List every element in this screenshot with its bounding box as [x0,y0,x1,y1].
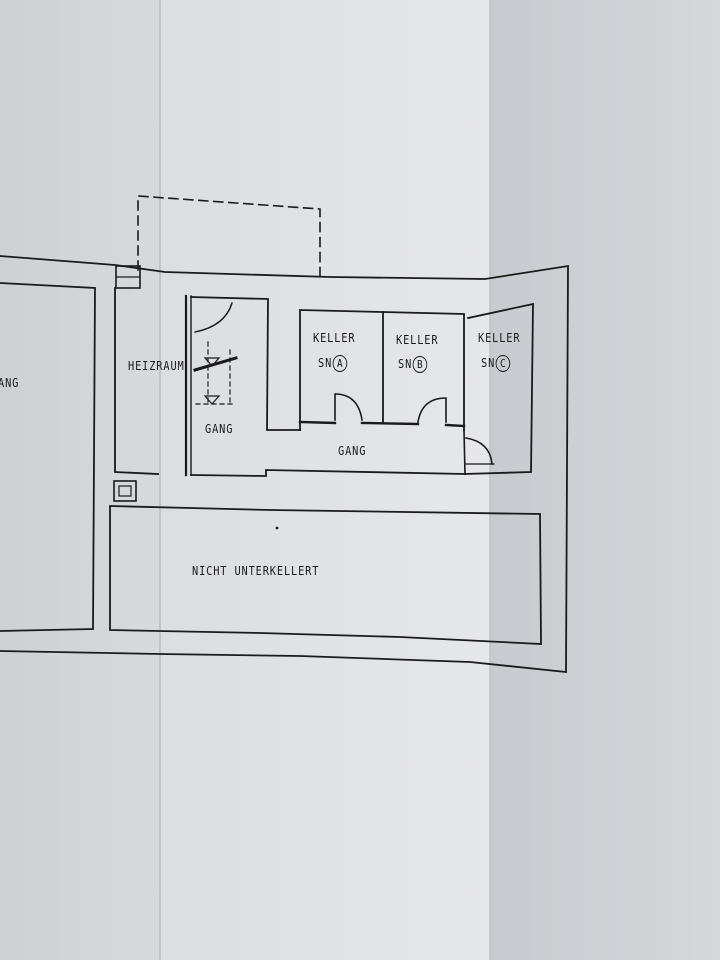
keller-b-wall [382,311,465,431]
chimney-bottom [113,480,137,502]
paper-panel-middle [160,0,490,960]
dashed-stair [195,341,233,405]
nicht-unterkellert-wall [109,505,542,645]
gang-wall-top [298,420,466,428]
keller-c-door [465,437,493,465]
room-label-heizraum: HEIZRAUM [128,359,185,373]
gang-end-wall [463,429,466,475]
keller-b-door [417,397,447,423]
room-label-gang-left: GANG [205,422,234,436]
paper-panel-right [490,0,720,960]
keller-c-wall [464,302,534,475]
unit-circle-c: C [496,355,511,372]
room-label-keller-c: KELLER [478,331,520,345]
keller-c-prefix: SN [481,356,496,370]
left-room-wall [0,282,96,632]
room-label-keller-b: KELLER [396,333,438,347]
dot-mark [275,526,279,530]
room-label-nicht-unterkellert: NICHT UNTERKELLERT [192,564,320,578]
heating-pipe [193,356,238,372]
unit-circle-b: B [413,356,428,373]
outer-wall [0,255,569,673]
keller-a-prefix: SN [318,356,333,370]
stair-symbol [203,357,221,405]
unit-circle-a: A [333,355,348,372]
dashed-outline [137,195,321,277]
gang-left-wall [190,296,301,431]
keller-a-wall [299,309,384,431]
door-swing [194,302,233,333]
paper-panel-left [0,0,160,960]
chimney-bottom-inner [118,485,132,497]
room-label-gang-main: GANG [338,444,367,458]
keller-a-door [334,393,363,421]
keller-a-title: KELLER [313,331,356,345]
room-label-keller-a: KELLER [313,331,355,345]
gang-wall-bottom [190,469,466,477]
keller-b-prefix: SN [398,357,413,371]
keller-c-title: KELLER [478,331,521,345]
heizraum-wall [114,287,159,475]
keller-b-title: KELLER [396,333,439,347]
room-label-gang-cut: ANG [0,376,20,390]
